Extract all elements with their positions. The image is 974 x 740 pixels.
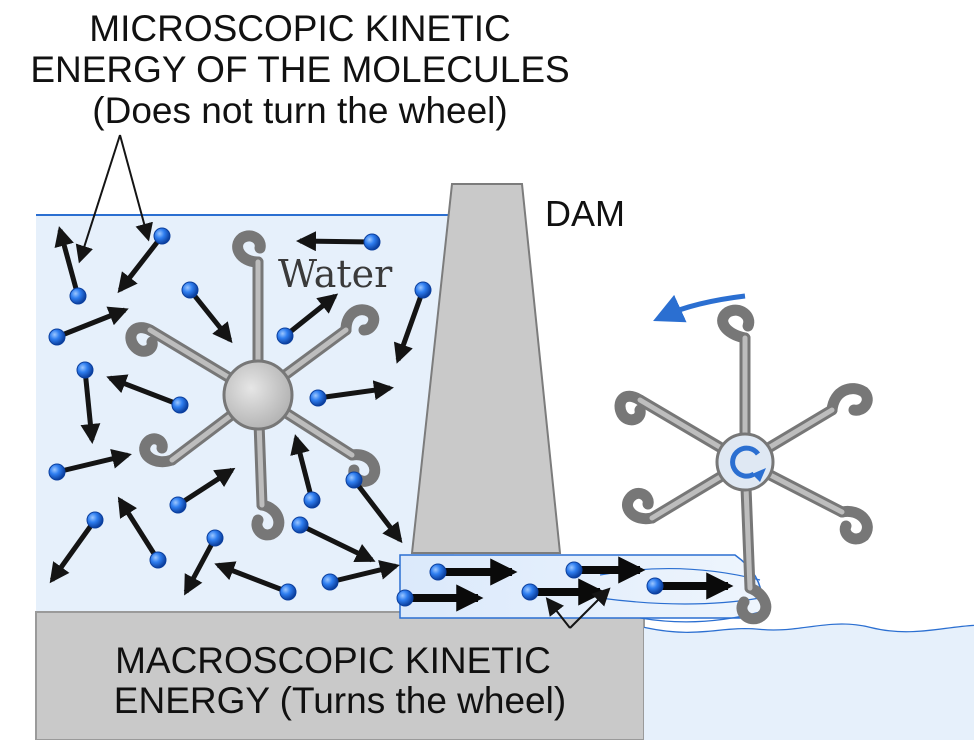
ground-block [35,611,645,740]
molecule [521,583,539,601]
molecule [48,328,66,346]
micro-pointer-right [119,134,153,242]
molecule [303,491,321,509]
molecule [206,529,224,547]
downstream-water [644,624,974,740]
hub-rotation-icon [730,445,761,479]
molecule-dots [48,227,432,601]
curved-arrow-icon [653,293,746,323]
molecule [414,281,432,299]
micro-label-line1: MICROSCOPIC KINETIC [89,8,510,49]
molecule [429,563,447,581]
jet-molecules [405,556,734,612]
molecule [149,551,167,569]
molecule [181,281,199,299]
molecule [171,396,189,414]
macro-label-line2: ENERGY (Turns the wheel) [114,680,566,721]
molecule [276,327,294,345]
molecule [279,583,297,601]
molecule [345,471,363,489]
macro-label-line1: MACROSCOPIC KINETIC [115,640,551,681]
reservoir-molecules [49,226,426,596]
molecule [396,589,414,607]
molecule [76,361,94,379]
macro-pointer-left [545,597,571,629]
micro-label-line3: (Does not turn the wheel) [92,90,507,131]
molecule [309,389,327,407]
micro-pointer-left [75,134,121,264]
molecule [565,561,583,579]
molecule [321,573,339,591]
molecule [48,463,66,481]
molecule [69,287,87,305]
macro-pointer-right [569,587,611,629]
molecule [153,227,171,245]
water-label: Water [278,252,393,296]
molecule [646,577,664,595]
molecule [169,496,187,514]
reservoir-wheel-hub [222,359,294,431]
water-wheel-hub [715,432,775,492]
dam-label: DAM [545,193,625,234]
dam-wall [410,183,562,554]
molecule [291,516,309,534]
molecule [363,233,381,251]
molecule [86,511,104,529]
micro-label-line2: ENERGY OF THE MOLECULES [30,49,569,90]
